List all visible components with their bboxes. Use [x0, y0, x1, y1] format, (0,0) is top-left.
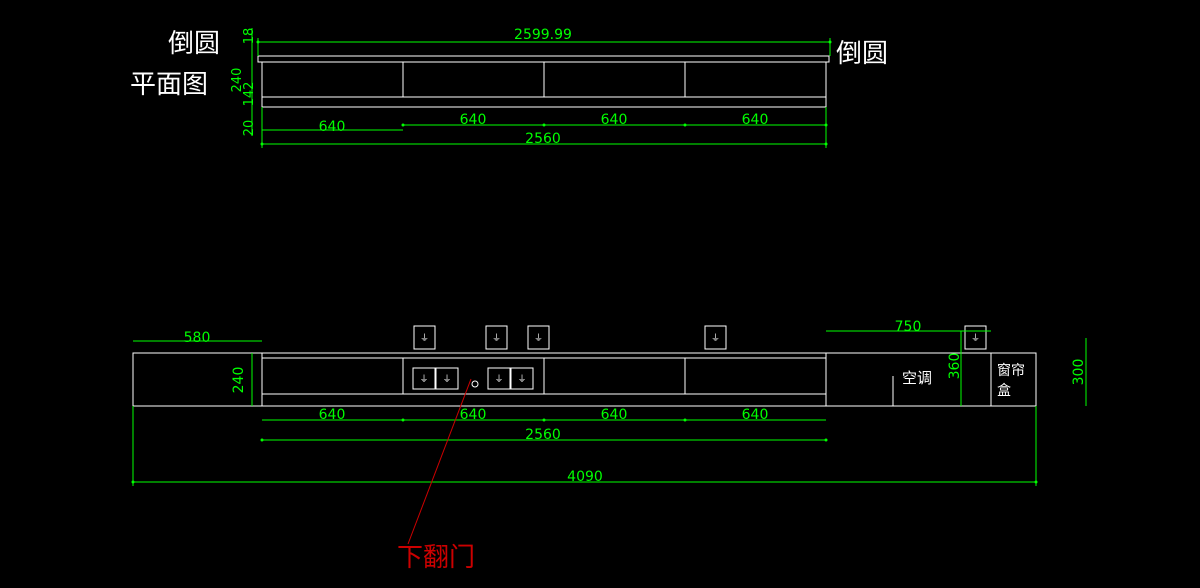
socket-box — [964, 325, 987, 350]
flip-door-handle — [471, 380, 479, 388]
dim-elev-seg-1: 640 — [319, 407, 346, 423]
socket-box-inner — [435, 367, 459, 390]
plan-view — [257, 55, 830, 108]
dim-elev-total-overall: 4090 — [567, 469, 603, 485]
dim-elev-overall-height: 300 — [1071, 359, 1087, 386]
socket-box-inner — [487, 367, 511, 390]
socket-boxes — [412, 325, 987, 390]
socket-icon: ⏚ — [534, 333, 543, 344]
dim-plan-seg-3: 640 — [601, 112, 628, 128]
elevation-outer-frame — [132, 352, 1037, 407]
dim-plan-seg-1: 640 — [319, 119, 346, 135]
socket-icon: ⏚ — [971, 333, 980, 344]
dim-elev-right-segment: 750 — [895, 319, 922, 335]
dim-plan-seg-4: 640 — [742, 112, 769, 128]
socket-icon: ⏚ — [419, 374, 428, 385]
socket-icon: ⏚ — [420, 333, 429, 344]
dim-plan-inner-depth: 142 — [242, 82, 257, 107]
dim-total-top: 2599.99 — [514, 27, 572, 43]
flip-door-note: 下翻门 — [397, 543, 475, 573]
plan-view-label: 平面图 — [130, 70, 208, 100]
socket-icon: ⏚ — [494, 374, 503, 385]
curtain-box-label-line2: 盒 — [997, 382, 1011, 399]
dim-elev-seg-2: 640 — [460, 407, 487, 423]
dim-plan-total-bottom: 2560 — [525, 131, 561, 147]
socket-icon: ⏚ — [711, 333, 720, 344]
socket-box — [413, 325, 436, 350]
dim-elev-ac-height: 360 — [947, 353, 963, 380]
plan-top-slab — [257, 55, 830, 63]
socket-box-inner — [510, 367, 534, 390]
dim-plan-bottom-gap: 20 — [242, 120, 257, 137]
dim-elev-total-cabinet: 2560 — [525, 427, 561, 443]
socket-box — [704, 325, 727, 350]
socket-box — [485, 325, 508, 350]
elevation-view — [132, 352, 1037, 407]
socket-icon: ⏚ — [517, 374, 526, 385]
socket-symbols: ⏚ ⏚ ⏚ ⏚ ⏚ ⏚ ⏚ ⏚ ⏚ — [419, 333, 980, 385]
round-corner-label-right: 倒圆 — [836, 39, 888, 69]
flip-door-leader-line — [407, 378, 472, 545]
elev-dim-ticks — [131, 418, 1038, 484]
curtain-box-label-line1: 窗帘 — [997, 362, 1025, 379]
socket-box — [527, 325, 550, 350]
dim-plan-depth: 240 — [230, 68, 245, 93]
dim-plan-seg-2: 640 — [460, 112, 487, 128]
plan-dim-ticks — [256, 40, 832, 146]
dim-elev-left-segment: 580 — [184, 330, 211, 346]
socket-icon: ⏚ — [492, 333, 501, 344]
dim-elev-seg-4: 640 — [742, 407, 769, 423]
round-corner-label-left: 倒圆 — [168, 29, 220, 59]
dim-elev-height: 240 — [231, 367, 247, 394]
socket-box-inner — [412, 367, 436, 390]
dim-top-thickness: 18 — [242, 28, 257, 45]
air-conditioner-label: 空调 — [902, 369, 932, 387]
dim-elev-seg-3: 640 — [601, 407, 628, 423]
plan-dimensions — [251, 28, 831, 148]
socket-icon: ⏚ — [442, 374, 451, 385]
